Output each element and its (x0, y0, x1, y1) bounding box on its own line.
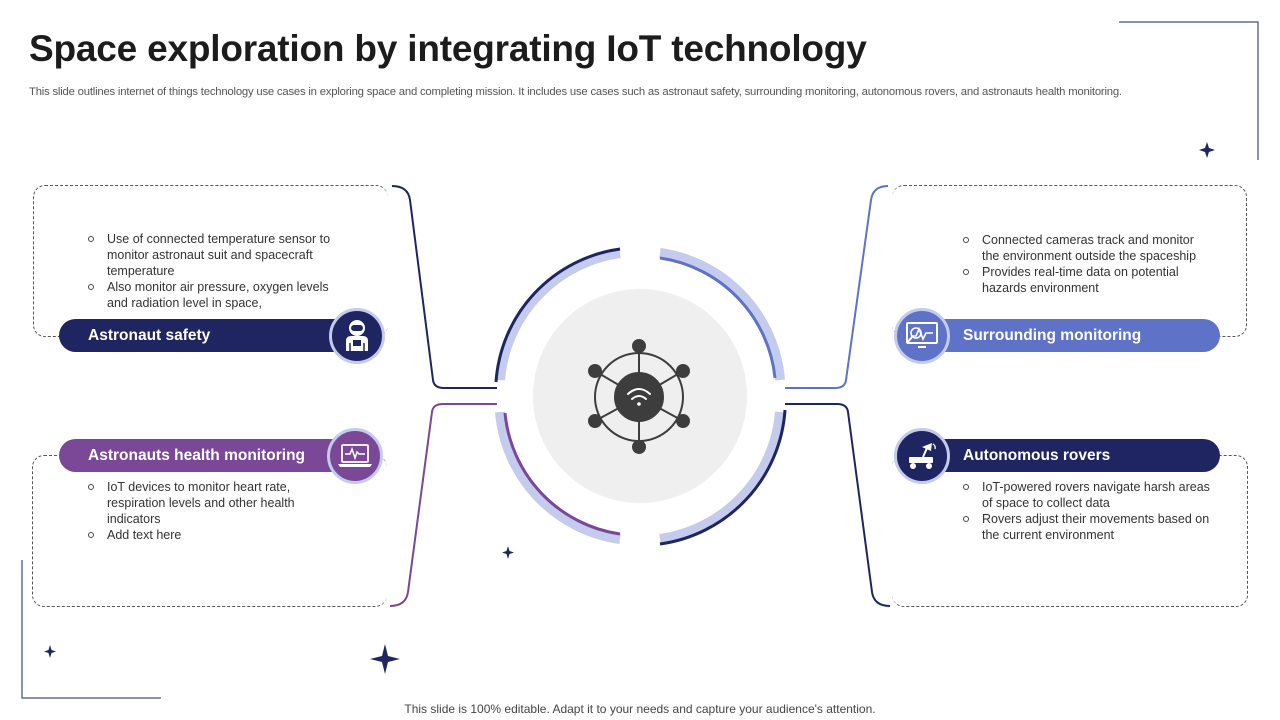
bullet-item: IoT-powered rovers navigate harsh areas … (963, 479, 1213, 511)
autonomous-rovers-bullets: IoT-powered rovers navigate harsh areas … (963, 479, 1213, 543)
connector-autonomous-rovers (785, 403, 891, 607)
connector-health-monitoring (389, 403, 497, 607)
astronaut-icon (346, 320, 368, 351)
ring-quadrant-bottom-left (495, 411, 621, 544)
surrounding-monitoring-label-pill: Surrounding monitoring (920, 319, 1220, 352)
health-monitoring-bullets: IoT devices to monitor heart rate, respi… (88, 479, 318, 543)
heartbeat-laptop-icon (338, 444, 372, 467)
frame-corner-bottom-left (21, 560, 161, 699)
health-monitoring-icon-badge (327, 428, 383, 484)
ring-quadrant-bottom-right (659, 411, 785, 544)
astronaut-safety-label-pill: Astronaut safety (59, 319, 359, 352)
connector-astronaut-safety (391, 185, 497, 389)
page-subtitle: This slide outlines internet of things t… (29, 86, 1122, 98)
sparkle-icon (1199, 142, 1215, 158)
page-title: Space exploration by integrating IoT tec… (29, 28, 867, 69)
astronaut-safety-label: Astronaut safety (88, 327, 211, 344)
outer-ring (494, 247, 787, 546)
bullet-item: Rovers adjust their movements based on t… (963, 511, 1213, 543)
autonomous-rovers-label: Autonomous rovers (963, 447, 1111, 464)
ring-quadrant-bottom-right-edge (659, 409, 787, 546)
connector-surrounding-monitoring (785, 185, 889, 389)
frame-corner-top-right (1119, 21, 1259, 160)
bullet-item: Use of connected temperature sensor to m… (88, 231, 338, 279)
ring-quadrant-top-left-edge (494, 247, 621, 383)
ring-quadrant-bottom-left-edge (503, 412, 621, 536)
surrounding-monitoring-bullets: Connected cameras track and monitor the … (963, 232, 1213, 296)
bullet-item: Provides real-time data on potential haz… (963, 264, 1213, 296)
sparkle-icon (502, 546, 514, 559)
sparkle-icon (44, 645, 56, 658)
astronaut-safety-icon-badge (329, 308, 385, 364)
surrounding-monitoring-icon-badge (894, 308, 950, 364)
astronaut-safety-bullets: Use of connected temperature sensor to m… (88, 231, 338, 311)
surrounding-monitoring-label: Surrounding monitoring (963, 327, 1142, 344)
bullet-item: Also monitor air pressure, oxygen levels… (88, 279, 338, 311)
wifi-icon (627, 388, 651, 406)
ring-quadrant-top-left (495, 248, 621, 381)
bullet-item: Connected cameras track and monitor the … (963, 232, 1213, 264)
health-monitoring-label: Astronauts health monitoring (88, 447, 305, 464)
autonomous-rovers-icon-badge (894, 428, 950, 484)
ring-quadrant-top-right-edge (659, 256, 777, 379)
monitoring-screen-icon (906, 322, 938, 348)
autonomous-rovers-label-pill: Autonomous rovers (920, 439, 1220, 472)
bullet-item: IoT devices to monitor heart rate, respi… (88, 479, 318, 527)
bullet-item: Add text here (88, 527, 318, 543)
health-monitoring-label-pill: Astronauts health monitoring (59, 439, 359, 472)
rover-icon (909, 443, 936, 469)
footer-note: This slide is 100% editable. Adapt it to… (404, 702, 876, 716)
ring-quadrant-top-right (659, 248, 785, 381)
sparkle-icon (370, 644, 400, 674)
